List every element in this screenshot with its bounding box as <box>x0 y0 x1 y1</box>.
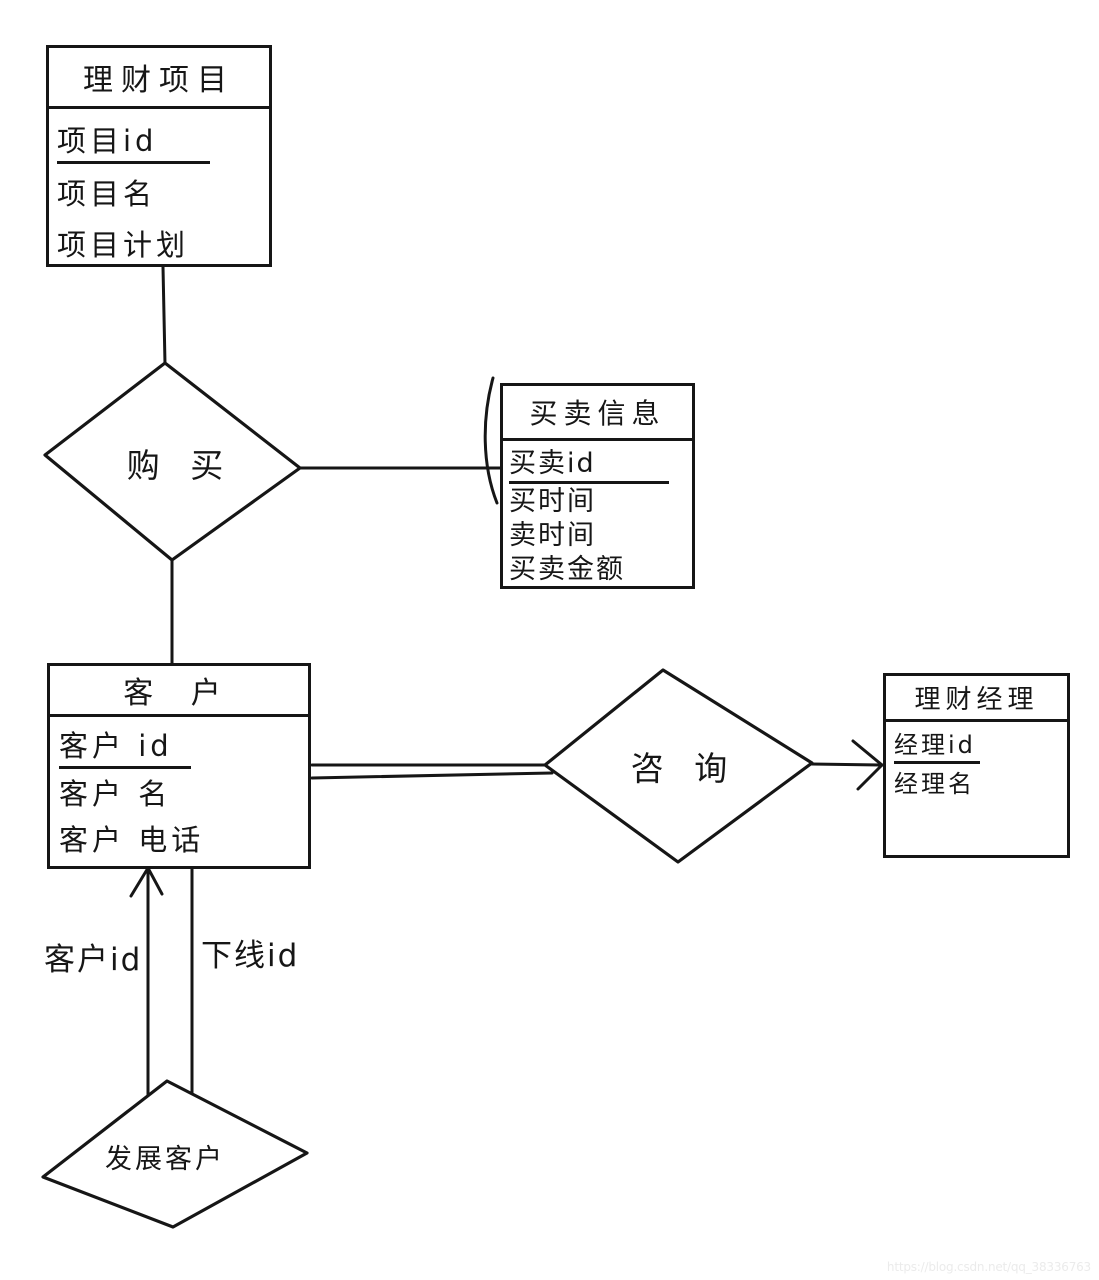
attr-customer-name: 客户 名 <box>59 777 172 811</box>
arrowhead-manager-stroke2 <box>856 763 884 791</box>
attr-row: 项目计划 <box>57 217 269 268</box>
attr-manager-id: 经理id <box>894 725 980 764</box>
attr-manager-name: 经理名 <box>894 770 975 798</box>
relationship-purchase-label: 购 买 <box>127 446 234 485</box>
attr-row: 客户 电话 <box>59 815 308 861</box>
entity-customer-attrs: 客户 id 客户 名 客户 电话 <box>50 717 308 861</box>
attr-project-id: 项目id <box>57 118 210 164</box>
entity-manager: 理财经理 经理id 经理名 <box>883 673 1070 858</box>
entity-project: 理财项目 项目id 项目名 项目计划 <box>46 45 272 267</box>
entity-customer-title: 客 户 <box>50 666 308 717</box>
attr-row: 客户 名 <box>59 769 308 815</box>
attr-row: 买卖id <box>509 441 692 484</box>
entity-trade-info-attrs: 买卖id 买时间 卖时间 买卖金额 <box>503 441 692 585</box>
relationship-consult-diamond <box>543 668 814 864</box>
entity-trade-info-title: 买卖信息 <box>503 386 692 441</box>
attr-sell-time: 卖时间 <box>509 519 596 551</box>
entity-customer: 客 户 客户 id 客户 名 客户 电话 <box>47 663 311 869</box>
attr-customer-phone: 客户 电话 <box>59 823 205 857</box>
edge-label-customer-id: 客户id <box>44 942 143 978</box>
relationship-develop-label: 发展客户 <box>105 1144 225 1175</box>
attr-row: 买时间 <box>509 481 692 517</box>
attr-row: 客户 id <box>59 723 308 769</box>
entity-project-title: 理财项目 <box>49 48 269 109</box>
arrowhead-customer-stroke2 <box>146 866 164 896</box>
watermark-url: https://blog.csdn.net/qq_38336763 <box>886 1260 1091 1274</box>
attr-trade-amount: 买卖金额 <box>509 553 625 585</box>
edge-customer-consult-lower <box>310 771 554 780</box>
attr-row: 经理id <box>894 725 1067 764</box>
relationship-purchase-diamond <box>43 361 302 562</box>
attr-row: 项目名 <box>57 166 269 217</box>
entity-manager-title: 理财经理 <box>886 676 1067 722</box>
edge-project-purchase <box>161 265 167 366</box>
entity-manager-attrs: 经理id 经理名 <box>886 722 1067 800</box>
attr-customer-id: 客户 id <box>59 723 191 769</box>
arrowhead-manager-stroke1 <box>851 739 884 767</box>
attr-row: 经理名 <box>894 763 1067 800</box>
attr-row: 卖时间 <box>509 515 692 551</box>
relationship-develop-diamond <box>41 1079 309 1229</box>
relationship-consult-label: 咨 询 <box>631 749 738 788</box>
pen-curl-tradeinfo <box>483 376 499 505</box>
attr-project-plan: 项目计划 <box>57 227 190 262</box>
attr-buy-time: 买时间 <box>509 485 596 517</box>
edge-label-downline-id: 下线id <box>201 938 300 974</box>
entity-project-attrs: 项目id 项目名 项目计划 <box>49 109 269 268</box>
attr-row: 买卖金额 <box>509 549 692 585</box>
attr-row: 项目id <box>57 115 269 166</box>
entity-trade-info: 买卖信息 买卖id 买时间 卖时间 买卖金额 <box>500 383 695 589</box>
attr-trade-id: 买卖id <box>509 441 669 484</box>
arrowhead-customer-stroke1 <box>129 866 150 898</box>
attr-project-name: 项目名 <box>57 176 157 211</box>
edge-consult-manager <box>809 762 882 767</box>
